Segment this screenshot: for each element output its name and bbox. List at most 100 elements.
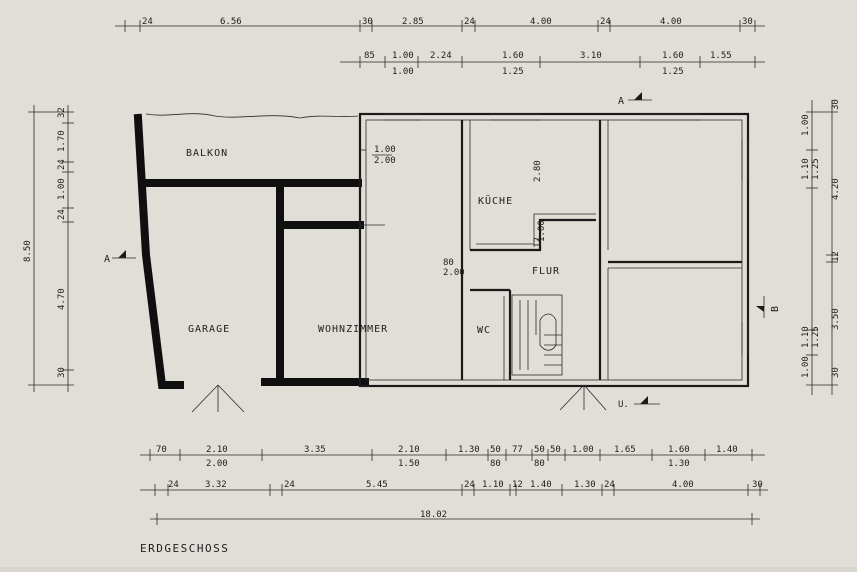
section-mark-u: U. [618,396,660,410]
dim-bottom2-7: 1.40 [530,480,552,490]
dimension-chain-left: 32 1.70 24 1.00 24 4.70 30 8.50 [23,105,74,392]
dim-right-5: 12 [831,251,841,262]
dim-right-4: 4.20 [831,178,841,200]
dim-right-3: 1.25 [811,158,821,180]
dim-right-7: 1.10 [801,326,811,348]
dim-left-6: 30 [57,367,67,378]
dim-bottom1-9: 77 [512,445,523,455]
entry-marker-right [559,384,607,411]
dim-top2-9: 1.55 [710,51,732,61]
room-label-wohnzimmer: WOHNZIMMER [318,324,388,335]
dim-top1-5: 4.00 [530,17,552,27]
dim-bottom1-5: 1.50 [398,459,420,469]
dim-top1-0: 24 [142,17,153,27]
drawing-title: ERDGESCHOSS [140,542,229,555]
dim-right-1: 1.00 [801,114,811,136]
dim-left-5: 4.70 [57,288,67,310]
dim-bottom1-6: 1.30 [458,445,480,455]
section-b-label: B [770,305,781,312]
dim-bottom1-7: 50 [490,445,501,455]
room-label-flur: FLUR [532,266,560,277]
dim-bottom2-6: 12 [512,480,523,490]
dim-top1-8: 30 [742,17,753,27]
entry-marker-left [191,384,245,413]
dim-interior-2: 2.80 [533,160,543,182]
dimension-chain-top-2: 85 1.00 1.00 2.24 1.60 1.25 3.10 1.60 1.… [340,51,765,77]
section-mark-a-left: A [104,250,136,265]
dim-bottom2-2: 24 [284,480,295,490]
dim-bottom2-0: 24 [168,480,179,490]
dimension-chain-top-1: 24 6.56 30 2.85 24 4.00 24 4.00 30 [115,17,765,32]
dim-top2-7: 1.60 [662,51,684,61]
dim-bottom1-14: 1.65 [614,445,636,455]
dim-bottom1-15: 1.60 [668,445,690,455]
dim-right-2: 1.10 [801,158,811,180]
dim-bottom1-17: 1.40 [716,445,738,455]
dim-interior-4: 12 [533,237,543,248]
dim-interior-3: 1.00 [537,220,547,242]
dimension-total: 18.02 [150,510,760,525]
dim-bottom2-4: 24 [464,480,475,490]
dim-right-8: 1.25 [811,326,821,348]
dim-bottom1-8: 80 [490,459,501,469]
dim-interior-0: 1.00 [374,145,396,155]
dim-bottom1-2: 2.00 [206,459,228,469]
dim-top1-4: 24 [464,17,475,27]
walls [133,112,750,389]
dim-left-4: 24 [57,209,67,220]
dimension-chain-bottom-2: 24 3.32 24 5.45 24 1.10 12 1.40 1.30 24 … [140,480,768,496]
dim-left-1: 1.70 [57,130,67,152]
dim-bottom2-9: 24 [604,480,615,490]
dim-bottom2-8: 1.30 [574,480,596,490]
dim-bottom1-10: 50 [534,445,545,455]
room-label-balkon: BALKON [186,148,228,159]
dim-top1-7: 4.00 [660,17,682,27]
dim-top1-3: 2.85 [402,17,424,27]
dim-top1-1: 6.56 [220,17,242,27]
dim-bottom1-0: 70 [156,445,167,455]
dim-top2-2: 1.00 [392,67,414,77]
dim-left-0: 32 [57,107,67,118]
dim-bottom2-3: 5.45 [366,480,388,490]
dim-bottom1-11: 80 [534,459,545,469]
dim-right-6: 3.50 [831,308,841,330]
dim-bottom2-1: 3.32 [205,480,227,490]
dim-bottom1-3: 3.35 [304,445,326,455]
section-mark-a-top: A [618,92,652,107]
dim-interior-6: 2.00 [443,268,465,278]
dim-interior-1: 2.00 [374,156,396,166]
dimension-chain-bottom-1: 70 2.10 2.00 3.35 2.10 1.50 1.30 50 80 7… [140,445,765,469]
section-u-label: U. [618,400,629,410]
dim-top2-5: 1.25 [502,67,524,77]
dimension-chain-right: 30 1.00 1.10 1.25 4.20 12 3.50 1.10 1.25… [801,99,841,395]
dim-right-9: 1.00 [801,356,811,378]
dim-bottom1-4: 2.10 [398,445,420,455]
dim-left-7: 8.50 [23,240,33,262]
dim-bottom2-11: 30 [752,480,763,490]
room-label-kueche: KÜCHE [478,194,513,207]
dim-bottom1-13: 1.00 [572,445,594,455]
dim-top2-8: 1.25 [662,67,684,77]
dim-top2-1: 1.00 [392,51,414,61]
dim-bottom2-5: 1.10 [482,480,504,490]
section-a-top-label: A [618,96,625,107]
dim-left-2: 24 [57,159,67,170]
dim-interior-5: 80 [443,258,454,268]
dim-right-0: 30 [831,99,841,110]
dim-top2-6: 3.10 [580,51,602,61]
dim-bottom1-12: 50 [550,445,561,455]
dim-bottom2-10: 4.00 [672,480,694,490]
dim-left-3: 1.00 [57,178,67,200]
dim-top1-6: 24 [600,17,611,27]
dim-right-10: 30 [831,367,841,378]
dim-top1-2: 30 [362,17,373,27]
room-label-wc: WC [477,325,491,336]
room-label-garage: GARAGE [188,324,230,335]
dim-bottom1-1: 2.10 [206,445,228,455]
section-mark-b-right: B [756,296,781,318]
section-a-left-label: A [104,254,111,265]
